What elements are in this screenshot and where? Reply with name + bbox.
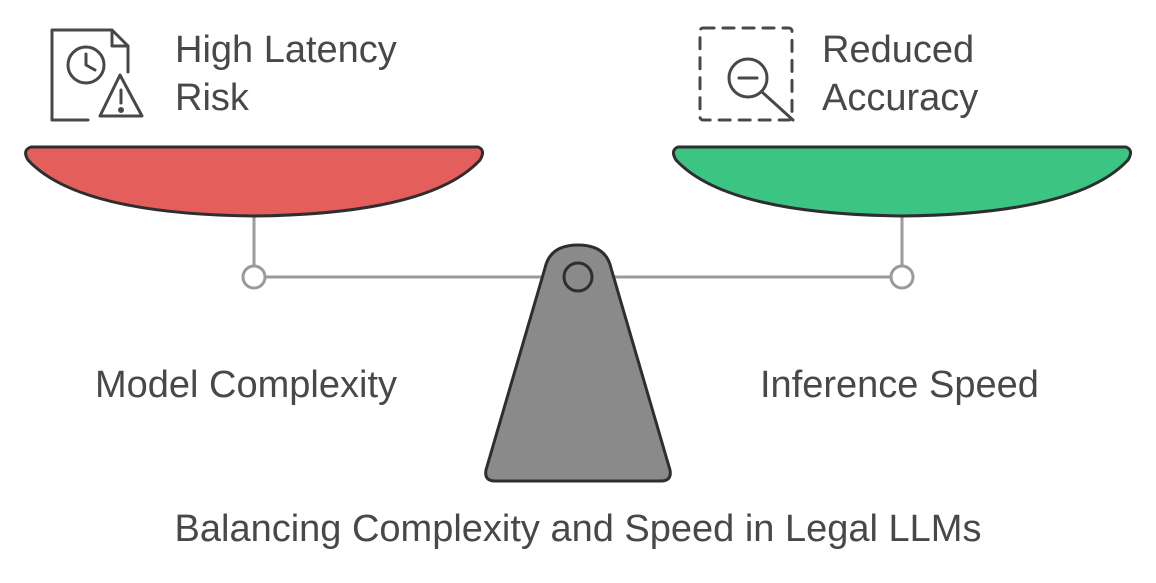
clock-warning-document-icon [50, 28, 144, 122]
right-side-label: Inference Speed [760, 364, 1039, 406]
diagram-title: Balancing Complexity and Speed in Legal … [174, 508, 982, 550]
right-joint [889, 264, 915, 290]
left-scale-pan [24, 145, 485, 218]
fulcrum [484, 243, 672, 483]
right-scale-pan [671, 145, 1133, 218]
left-joint [241, 264, 267, 290]
left-side-label: Model Complexity [95, 364, 397, 406]
zoom-out-magnifier-icon [698, 26, 795, 122]
fulcrum-pivot [562, 261, 594, 293]
left-risk-label: High Latency Risk [175, 29, 397, 119]
right-risk-label: Reduced Accuracy [822, 29, 979, 119]
